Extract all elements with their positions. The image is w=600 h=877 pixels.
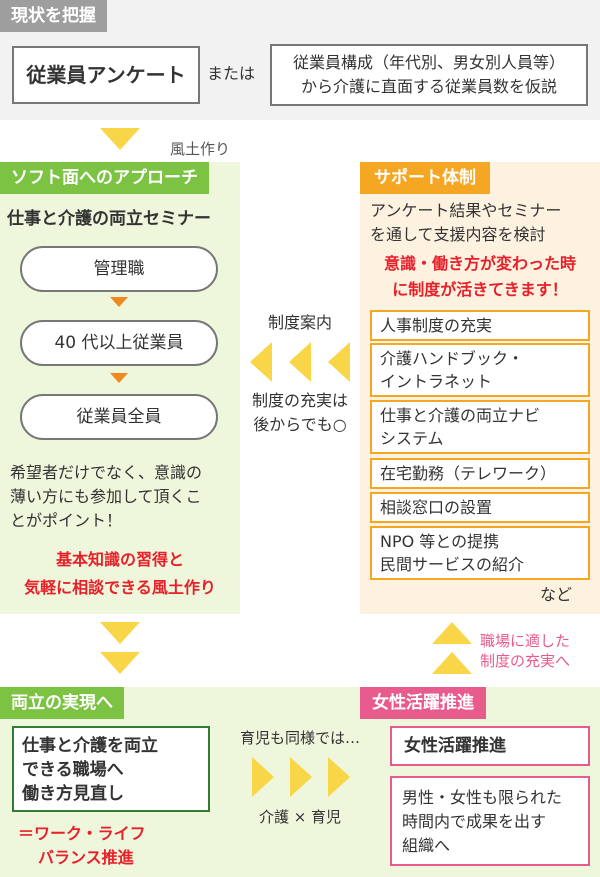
soft-note-line: 希望者だけでなく、意識の <box>10 463 203 482</box>
left-arrow-icon <box>250 342 272 382</box>
support-highlight-line: に制度が活きてきます！ <box>392 280 568 299</box>
support-item: 相談窓口の設置 <box>370 492 590 523</box>
balance-highlight: ＝ワーク・ライフ バランス推進 <box>18 822 218 870</box>
women-title-box: 女性活躍推進 <box>390 726 590 766</box>
later-note-line: 後からでも○ <box>253 415 347 434</box>
hypothesis-box: 従業員構成（年代別、男女別人員等） から介護に直面する従業員数を仮説 <box>270 44 588 106</box>
women-desc-line: 時間内で成果を出す <box>402 812 547 831</box>
support-highlight-line: 意識・働き方が変わった時 <box>383 254 576 273</box>
soft-note: 希望者だけでなく、意識の 薄い方にも参加して頂くこ とがポイント！ <box>10 461 235 533</box>
or-text: または <box>207 64 256 83</box>
women-desc-line: 男性・女性も限られた <box>402 788 563 807</box>
support-intro-line: を通して支援内容を検討 <box>370 225 546 244</box>
soft-highlight-line: 基本知識の習得と <box>55 550 184 569</box>
left-arrow-icon <box>328 342 350 382</box>
women-desc-line: 組織へ <box>402 836 451 855</box>
workplace-note: 職場に適した 制度の充実へ <box>480 631 570 671</box>
down-arrow-icon <box>100 652 140 674</box>
right-arrow-icon <box>328 757 350 797</box>
support-item-line: 相談窓口の設置 <box>380 498 493 517</box>
culture-label: 風土作り <box>170 140 231 158</box>
support-item-line: 人事制度の充実 <box>380 316 493 335</box>
support-item: NPO 等との提携 民間サービスの紹介 <box>370 526 590 580</box>
support-item-line: イントラネット <box>380 372 493 391</box>
childcare-same-text: 育児も同様では… <box>239 729 360 747</box>
soft-approach-tag: ソフト面へのアプローチ <box>0 162 209 194</box>
support-item-line: 介護ハンドブック・ <box>380 349 524 368</box>
women-desc-box: 男性・女性も限られた 時間内で成果を出す 組織へ <box>390 776 590 866</box>
support-item-line: NPO 等との提携 <box>380 532 500 551</box>
balance-box-line: 仕事と介護を両立 <box>22 736 158 756</box>
support-tag: サポート体制 <box>360 162 490 194</box>
balance-highlight-line: バランス推進 <box>38 848 134 867</box>
hypothesis-line: 従業員構成（年代別、男女別人員等） <box>292 53 565 72</box>
level-manager: 管理職 <box>20 246 218 292</box>
support-intro: アンケート結果やセミナー を通して支援内容を検討 <box>370 199 595 247</box>
up-arrow-icon <box>432 622 472 644</box>
support-item: 介護ハンドブック・ イントラネット <box>370 343 590 397</box>
right-arrow-icon <box>290 757 312 797</box>
later-note-line: 制度の充実は <box>251 391 348 410</box>
balance-highlight-line: ＝ワーク・ライフ <box>18 824 146 843</box>
balance-tag: 両立の実現へ <box>0 687 124 719</box>
support-item-line: システム <box>380 429 444 448</box>
later-note: 制度の充実は 後からでも○ <box>240 389 360 437</box>
workplace-note-line: 職場に適した <box>480 632 571 650</box>
down-arrow-icon <box>100 128 140 150</box>
support-item-line: 在宅勤務（テレワーク） <box>380 464 557 483</box>
soft-note-line: 薄い方にも参加して頂くこ <box>10 487 202 506</box>
women-tag: 女性活躍推進 <box>360 687 486 719</box>
support-item: 在宅勤務（テレワーク） <box>370 458 590 489</box>
support-item: 仕事と介護の両立ナビ システム <box>370 400 590 454</box>
etc-label: など <box>540 585 573 604</box>
chevron-down-icon <box>110 297 128 307</box>
childcare-combo-text: 介護 × 育児 <box>258 808 342 826</box>
survey-box: 従業員アンケート <box>12 46 200 104</box>
soft-highlight: 基本知識の習得と 気軽に相談できる風土作り <box>0 546 240 602</box>
support-item: 人事制度の充実 <box>370 310 590 341</box>
system-guide-label: 制度案内 <box>267 313 332 332</box>
current-situation-tag: 現状を把握 <box>0 0 107 32</box>
balance-box-line: できる職場へ <box>22 760 124 780</box>
support-item-line: 民間サービスの紹介 <box>380 555 525 574</box>
balance-box: 仕事と介護を両立 できる職場へ 働き方見直し <box>12 726 210 812</box>
down-arrow-icon <box>100 622 140 644</box>
soft-highlight-line: 気軽に相談できる風土作り <box>24 578 216 597</box>
level-all-employees: 従業員全員 <box>20 394 218 440</box>
left-arrow-icon <box>289 342 311 382</box>
soft-approach-panel <box>0 162 240 614</box>
support-highlight: 意識・働き方が変わった時 に制度が活きてきます！ <box>360 251 600 303</box>
level-over-40: 40 代以上従業員 <box>20 320 218 366</box>
seminar-title: 仕事と介護の両立セミナー <box>7 209 211 229</box>
chevron-down-icon <box>110 373 128 383</box>
workplace-note-line: 制度の充実へ <box>480 652 571 670</box>
soft-note-line: とがポイント！ <box>10 511 123 530</box>
right-arrow-icon <box>252 757 274 797</box>
balance-box-line: 働き方見直し <box>22 784 124 804</box>
up-arrow-icon <box>432 652 472 674</box>
hypothesis-line: から介護に直面する従業員数を仮説 <box>300 77 557 96</box>
support-item-line: 仕事と介護の両立ナビ <box>380 406 541 425</box>
support-intro-line: アンケート結果やセミナー <box>370 201 562 220</box>
